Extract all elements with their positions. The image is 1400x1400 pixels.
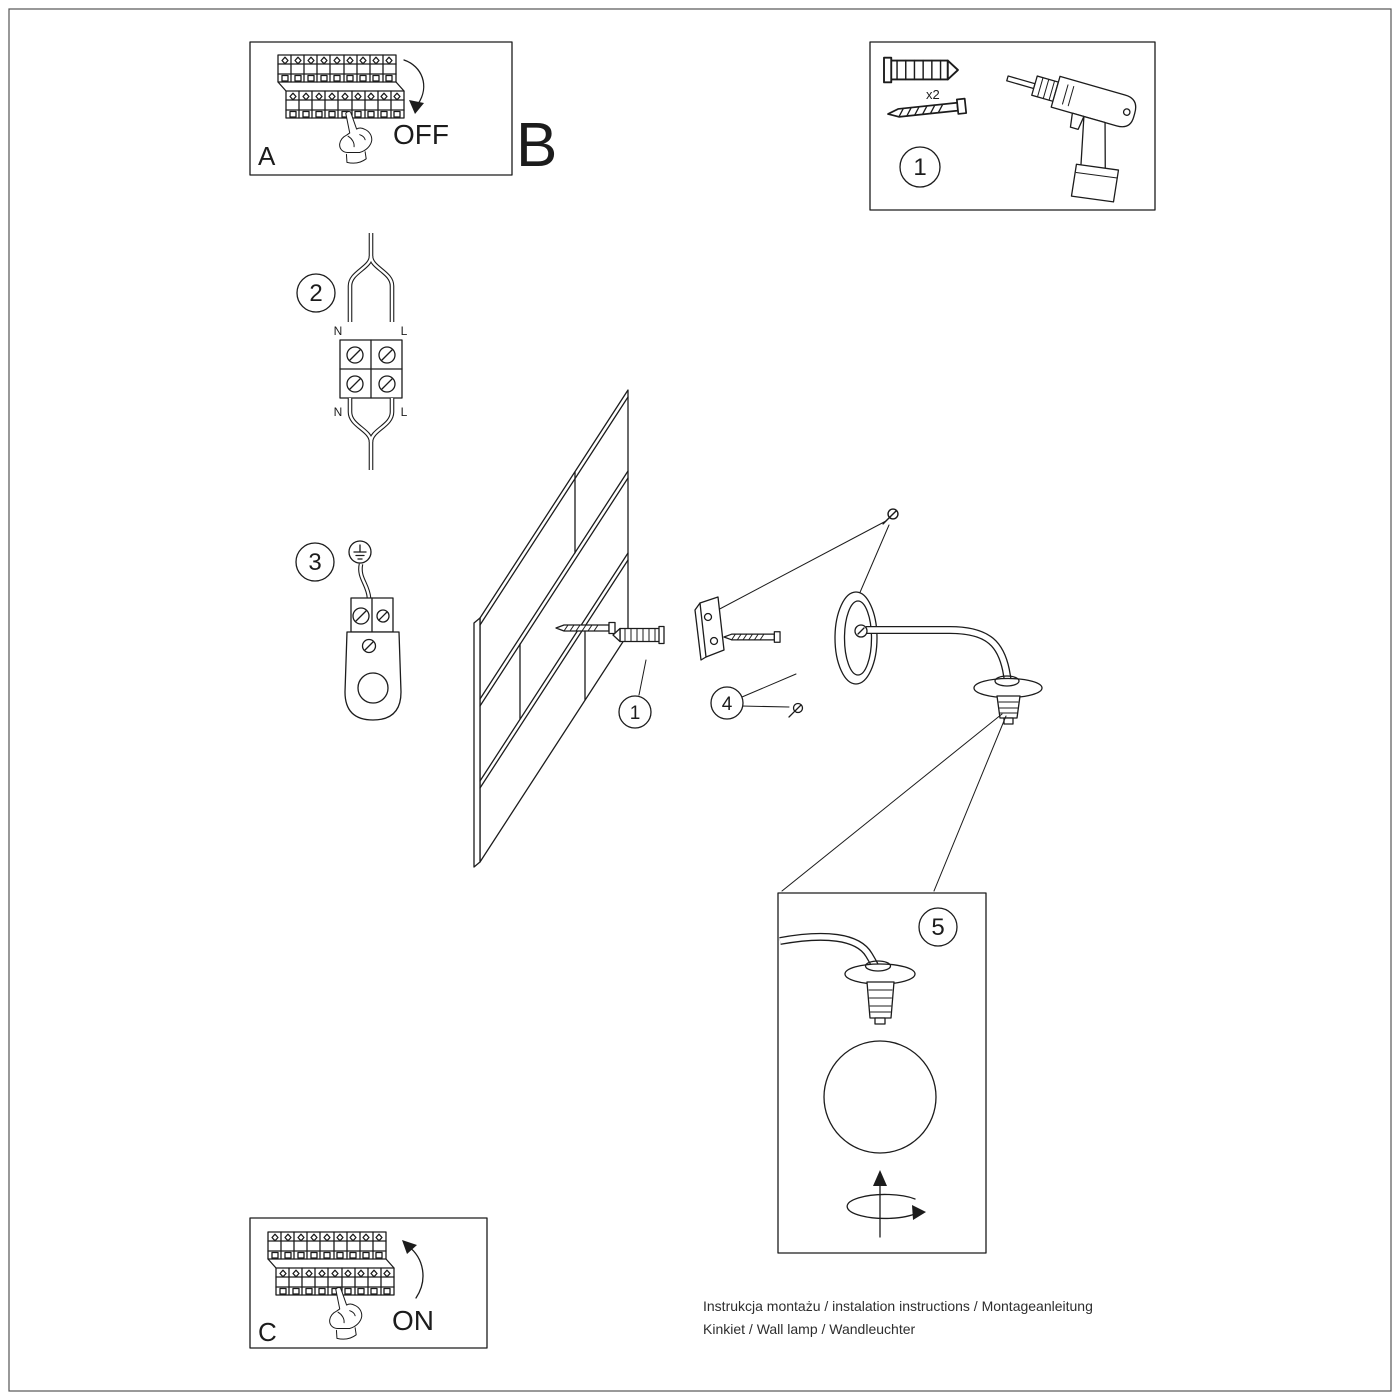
flip-up-arrow-icon bbox=[402, 1240, 424, 1299]
wall-mount-assembly: 1 4 bbox=[473, 389, 1043, 868]
canopy-screw-icon bbox=[788, 702, 804, 718]
lamp-shade bbox=[973, 675, 1043, 725]
bracket-screw-icon bbox=[723, 631, 781, 643]
socket-step: 3 bbox=[295, 540, 402, 721]
svg-text:4: 4 bbox=[722, 694, 733, 715]
step-2-badge: 2 bbox=[296, 273, 336, 313]
l-label-top: L bbox=[401, 324, 408, 338]
lamp-arm bbox=[866, 626, 1013, 688]
svg-text:1: 1 bbox=[913, 154, 926, 181]
screw-leader-line bbox=[857, 524, 890, 598]
section-b-letter: B bbox=[516, 111, 557, 180]
flip-down-arrow-icon bbox=[403, 59, 425, 114]
anchor-count-label: x2 bbox=[926, 87, 940, 102]
footer-line-1: Instrukcja montażu / instalation instruc… bbox=[703, 1298, 1093, 1314]
detail-leader-line bbox=[781, 713, 1003, 892]
wire-split-diagram: N L N L bbox=[334, 233, 408, 470]
label-4-leader-2 bbox=[740, 705, 790, 708]
canopy-hub bbox=[854, 624, 868, 638]
drill-icon bbox=[1006, 75, 1137, 203]
lamp-socket-drawing bbox=[344, 597, 402, 721]
page-border bbox=[8, 8, 1392, 1392]
wall-anchor-icon bbox=[883, 56, 959, 84]
svg-text:3: 3 bbox=[308, 549, 321, 576]
tools-box: x2 1 bbox=[869, 41, 1156, 211]
rotate-arrow-icon bbox=[846, 1193, 926, 1220]
l-label-bottom: L bbox=[401, 405, 408, 419]
step-1-badge: 1 bbox=[899, 146, 941, 188]
canopy-step-badge: 4 bbox=[710, 686, 744, 720]
detail-leader-line bbox=[933, 715, 1007, 892]
label-4-leader bbox=[741, 673, 797, 698]
on-label: ON bbox=[392, 1305, 434, 1336]
off-label: OFF bbox=[393, 119, 449, 150]
breaker-on-box: C ON bbox=[249, 1217, 488, 1349]
label-1-leader bbox=[638, 659, 647, 696]
glass-globe bbox=[823, 1040, 937, 1154]
step-5-badge: 5 bbox=[918, 907, 958, 947]
ground-symbol-icon bbox=[348, 540, 372, 564]
n-label-top: N bbox=[334, 324, 343, 338]
step-3-badge: 3 bbox=[295, 542, 335, 582]
breaker-panel-icon bbox=[277, 54, 405, 119]
globe-detail-box: 5 bbox=[777, 892, 987, 1254]
screw-leader-line bbox=[713, 520, 887, 613]
n-label-bottom: N bbox=[334, 405, 343, 419]
footer-line-2: Kinkiet / Wall lamp / Wandleuchter bbox=[703, 1321, 915, 1337]
insert-arrow-icon bbox=[873, 1170, 887, 1238]
mounting-bracket bbox=[694, 596, 725, 661]
wiring-step: 2 N L N L bbox=[296, 233, 408, 470]
svg-text:5: 5 bbox=[931, 914, 944, 941]
loose-screw-icon bbox=[882, 508, 899, 525]
mounting-anchor-icon bbox=[612, 625, 665, 645]
svg-text:2: 2 bbox=[309, 280, 322, 307]
anchor-step-badge: 1 bbox=[618, 695, 652, 729]
breaker-off-box: A OFF bbox=[249, 41, 513, 176]
box-c-letter: C bbox=[258, 1317, 277, 1347]
detail-lamp-shade bbox=[844, 960, 916, 1025]
terminal-block bbox=[339, 339, 403, 399]
lamp-canopy bbox=[834, 591, 878, 685]
svg-text:1: 1 bbox=[630, 703, 641, 724]
breaker-panel-icon bbox=[267, 1231, 395, 1296]
box-a-letter: A bbox=[258, 141, 276, 171]
